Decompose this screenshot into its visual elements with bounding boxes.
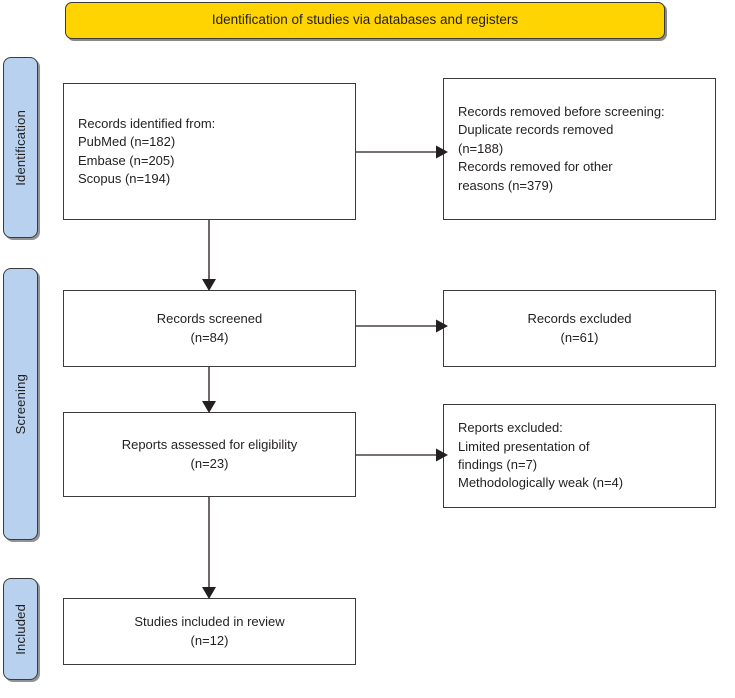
diagram-title-text: Identification of studies via databases … <box>211 12 519 28</box>
box-records-screened-text: Records screened (n=84) <box>156 311 263 345</box>
diagram-title-banner: Identification of studies via databases … <box>65 2 665 39</box>
box-records-removed-before-screening-text: Records removed before screening: Duplic… <box>458 103 665 193</box>
box-records-removed-before-screening: Records removed before screening: Duplic… <box>443 78 716 220</box>
box-records-excluded-text: Records excluded (n=61) <box>527 311 632 345</box>
arrow-eligibility-to-included <box>197 497 221 600</box>
box-records-identified-text: Records identified from: PubMed (n=182) … <box>78 115 216 186</box>
box-records-identified: Records identified from: PubMed (n=182) … <box>63 83 356 220</box>
stage-tab-screening-label: Screening <box>13 373 28 435</box>
stage-tab-included-label: Included <box>13 603 28 655</box>
arrow-identified-to-removed <box>356 140 448 164</box>
box-records-screened: Records screened (n=84) <box>63 290 356 367</box>
arrow-screened-to-eligibility <box>197 367 221 414</box>
box-reports-assessed-eligibility: Reports assessed for eligibility (n=23) <box>63 412 356 497</box>
stage-tab-included: Included <box>3 578 38 680</box>
arrow-eligibility-to-reports-excluded <box>356 443 448 467</box>
stage-tab-identification: Identification <box>3 57 38 238</box>
box-reports-excluded: Reports excluded: Limited presentation o… <box>443 404 716 508</box>
box-records-excluded: Records excluded (n=61) <box>443 290 716 367</box>
arrow-identified-to-screened <box>197 220 221 292</box>
stage-tab-identification-label: Identification <box>13 109 28 186</box>
box-reports-assessed-eligibility-text: Reports assessed for eligibility (n=23) <box>121 437 298 471</box>
box-reports-excluded-text: Reports excluded: Limited presentation o… <box>458 420 624 491</box>
arrow-screened-to-records-excluded <box>356 314 448 338</box>
box-studies-included: Studies included in review (n=12) <box>63 598 356 665</box>
box-studies-included-text: Studies included in review (n=12) <box>134 614 285 648</box>
stage-tab-screening: Screening <box>3 268 38 540</box>
